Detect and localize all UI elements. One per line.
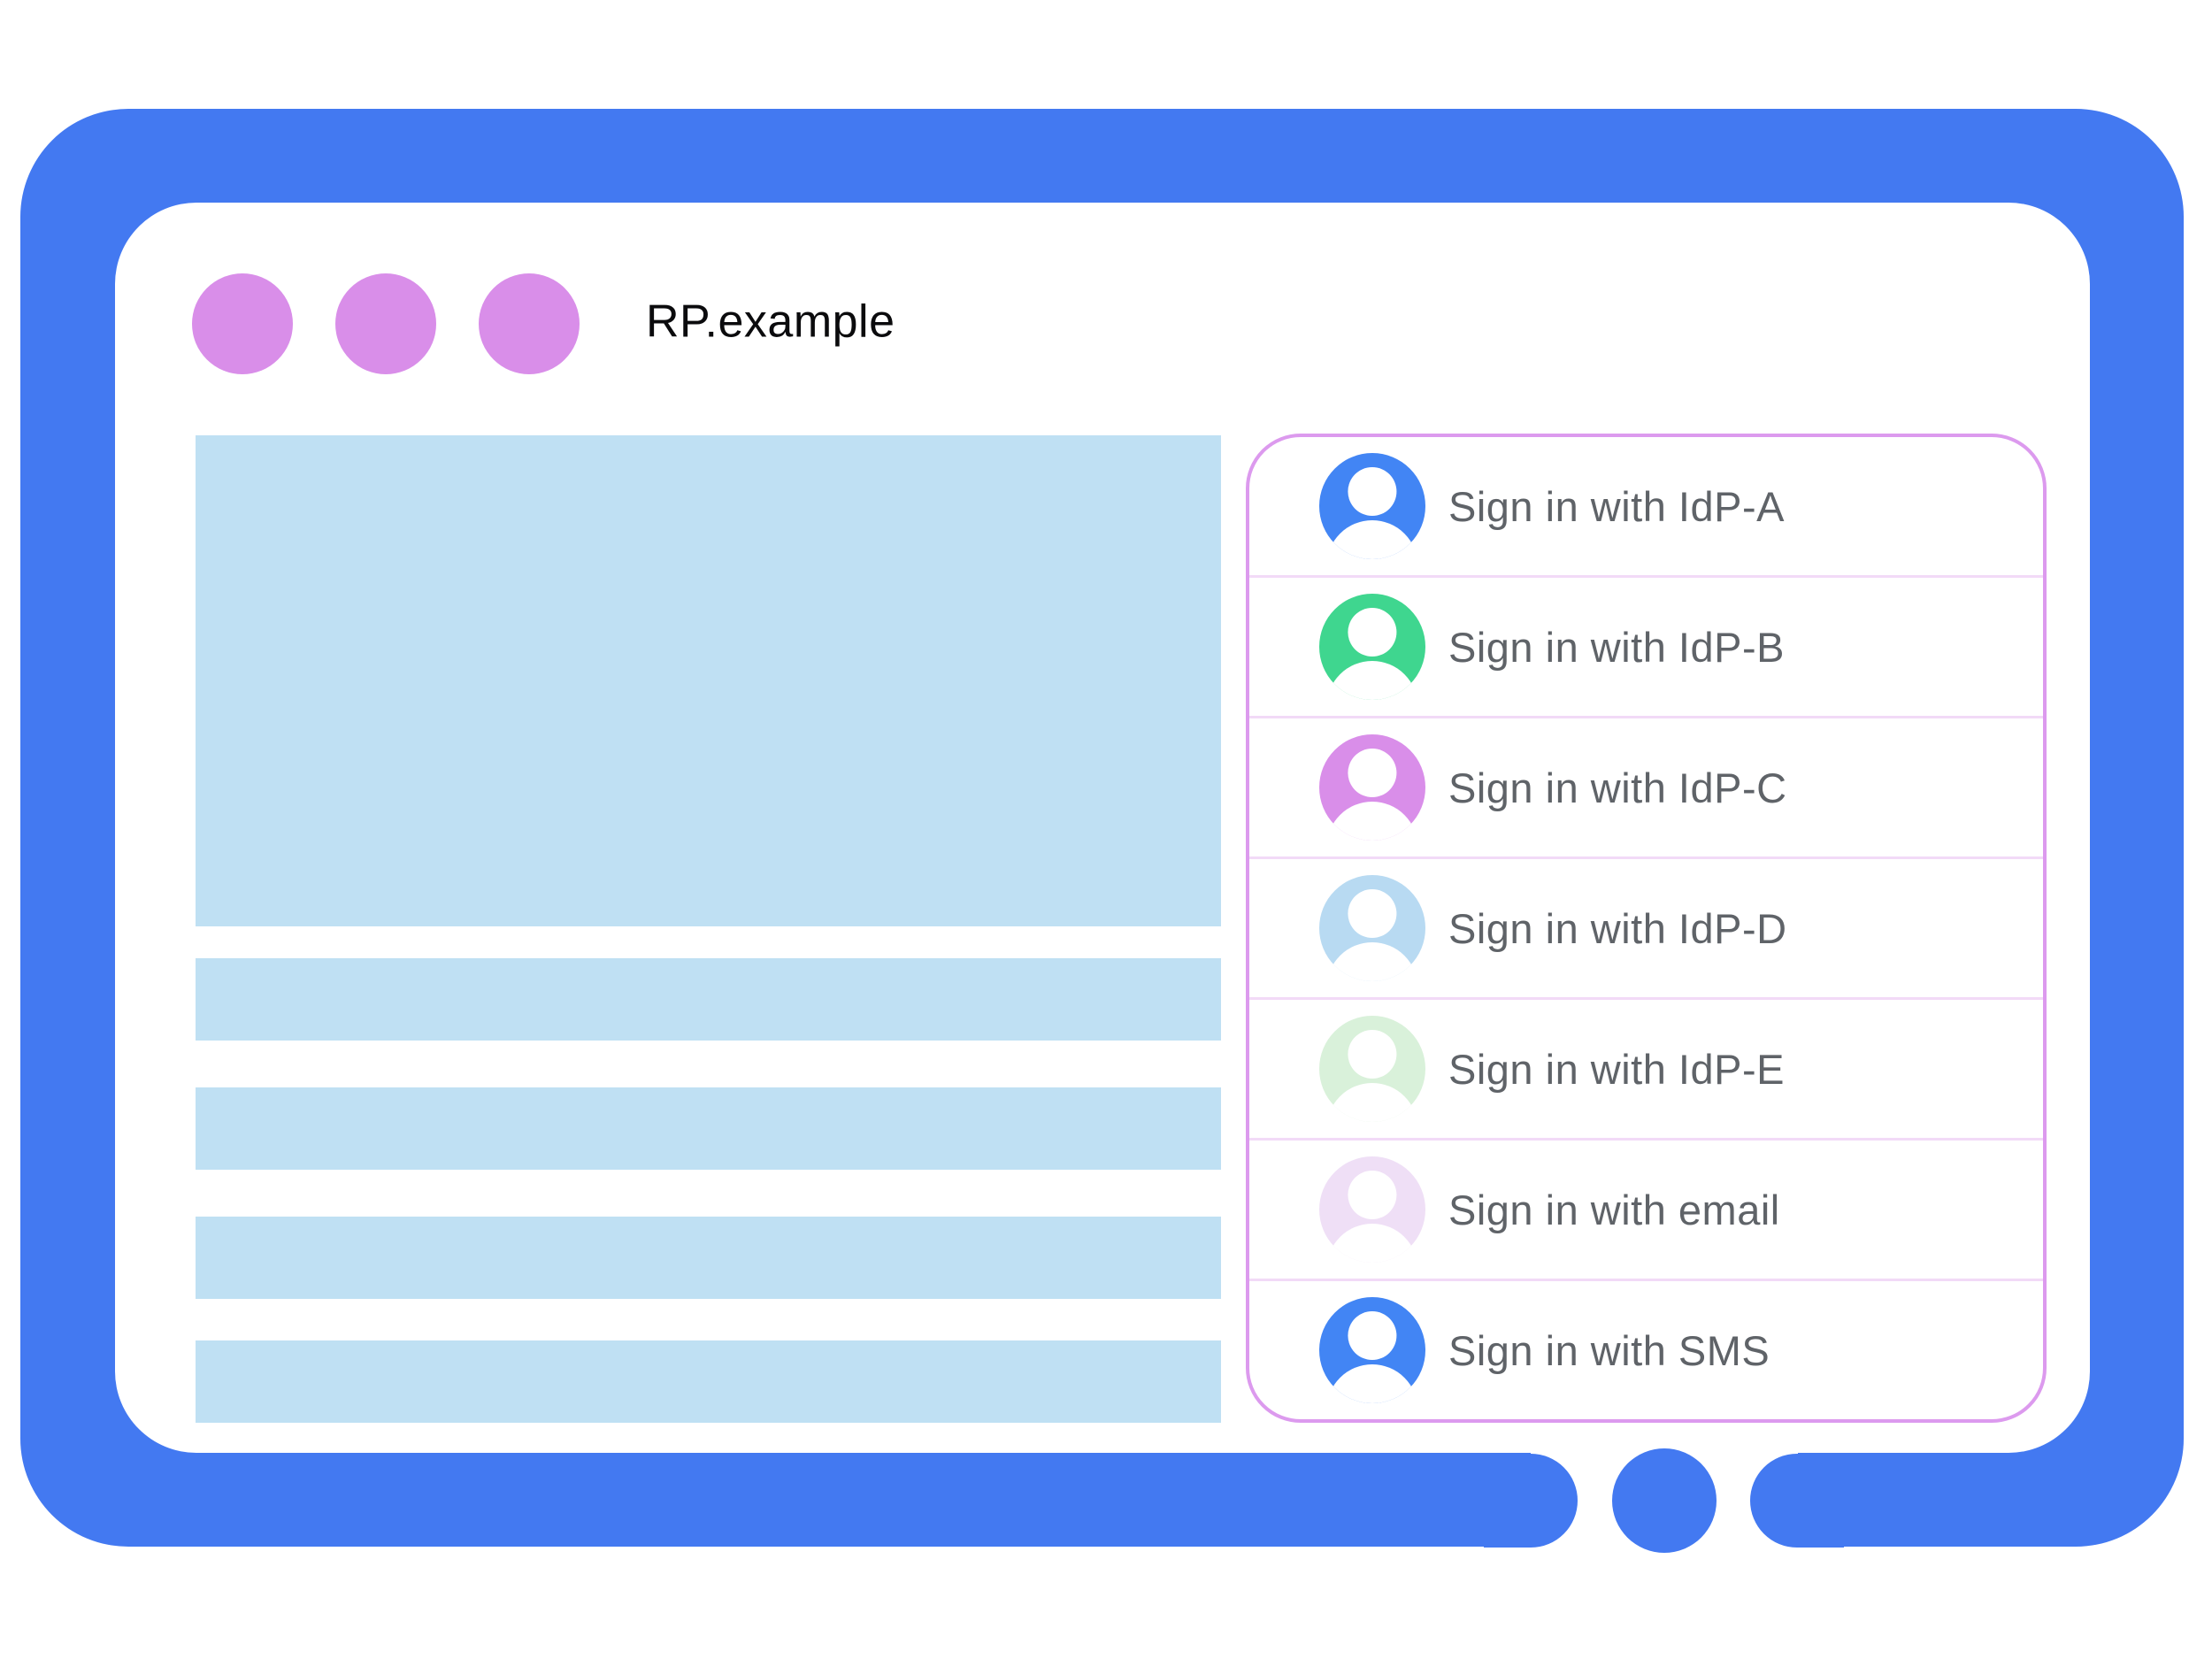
- text-line-placeholder: [196, 1087, 1221, 1170]
- signin-option-row-5[interactable]: Sign in with IdP-E: [1249, 1000, 2043, 1141]
- signin-option-row-6[interactable]: Sign in with email: [1249, 1141, 2043, 1281]
- window-control-dot[interactable]: [192, 273, 293, 374]
- text-line-placeholder: [196, 958, 1221, 1041]
- text-line-placeholder: [196, 1217, 1221, 1299]
- page-title: RP.example: [646, 296, 895, 348]
- window-control-dot[interactable]: [335, 273, 436, 374]
- signin-option-label: Sign in with email: [1448, 1186, 1780, 1233]
- signin-option-row-7[interactable]: Sign in with SMS: [1249, 1281, 2043, 1419]
- person-avatar-icon: [1319, 1297, 1425, 1403]
- signin-option-label: Sign in with IdP-C: [1448, 764, 1787, 811]
- signin-option-label: Sign in with IdP-B: [1448, 623, 1785, 671]
- person-avatar-icon: [1319, 734, 1425, 841]
- window-control-dot[interactable]: [479, 273, 580, 374]
- person-avatar-icon: [1319, 875, 1425, 981]
- signin-account-chooser-panel: Sign in with IdP-A Sign in with IdP-B Si…: [1246, 434, 2047, 1423]
- signin-option-row-1[interactable]: Sign in with IdP-A: [1249, 437, 2043, 578]
- home-button[interactable]: [1612, 1448, 1717, 1553]
- person-avatar-icon: [1319, 453, 1425, 559]
- window-control-dots: [192, 273, 580, 374]
- signin-option-label: Sign in with SMS: [1448, 1326, 1770, 1374]
- person-avatar-icon: [1319, 594, 1425, 700]
- bezel-right-cap: [1750, 1454, 1844, 1548]
- person-avatar-icon: [1319, 1156, 1425, 1263]
- bezel-left-cap: [1484, 1454, 1578, 1548]
- hero-content-placeholder: [196, 435, 1221, 926]
- signin-option-label: Sign in with IdP-E: [1448, 1045, 1785, 1093]
- signin-option-row-4[interactable]: Sign in with IdP-D: [1249, 859, 2043, 1000]
- signin-option-row-3[interactable]: Sign in with IdP-C: [1249, 718, 2043, 859]
- signin-option-label: Sign in with IdP-D: [1448, 904, 1787, 952]
- person-avatar-icon: [1319, 1016, 1425, 1122]
- text-line-placeholder: [196, 1340, 1221, 1423]
- signin-option-label: Sign in with IdP-A: [1448, 482, 1785, 530]
- signin-option-row-2[interactable]: Sign in with IdP-B: [1249, 578, 2043, 718]
